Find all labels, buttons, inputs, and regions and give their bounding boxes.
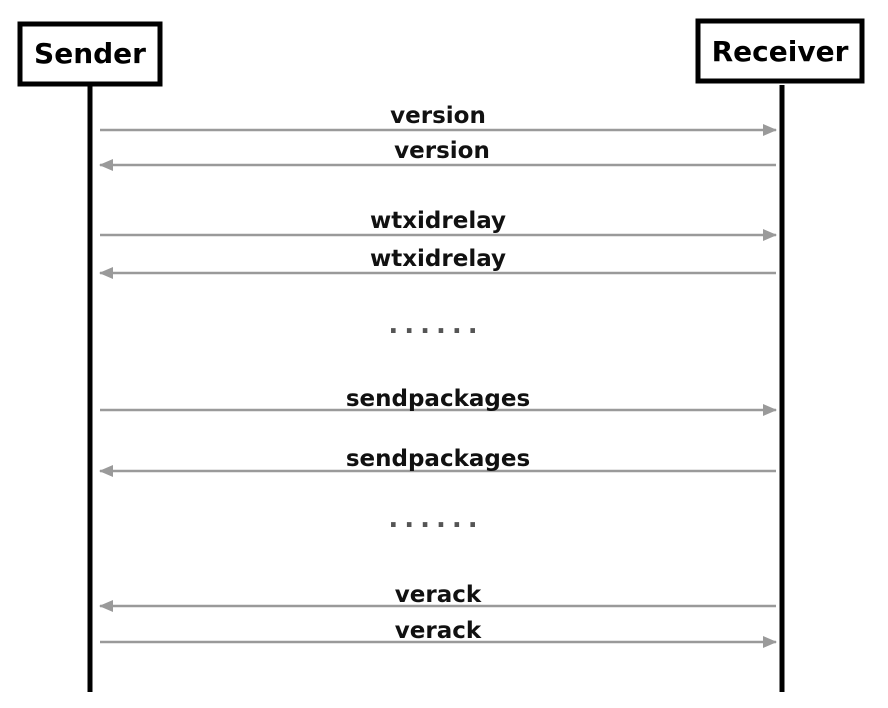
message-wtxidrelay-response: wtxidrelay	[99, 246, 776, 279]
message-version-request: version	[100, 103, 777, 136]
message-label: version	[390, 103, 486, 129]
message-version-response: version	[99, 138, 776, 171]
message-label: verack	[395, 582, 482, 608]
message-label: wtxidrelay	[370, 208, 506, 234]
sender-label: Sender	[34, 37, 146, 70]
message-wtxidrelay-request: wtxidrelay	[100, 208, 777, 241]
message-label: version	[394, 138, 490, 164]
receiver-label: Receiver	[712, 35, 849, 68]
message-sendpackages-request: sendpackages	[100, 386, 777, 416]
message-label: sendpackages	[346, 446, 530, 472]
message-verack-request: verack	[100, 618, 777, 648]
message-label: verack	[395, 618, 482, 644]
ellipsis-gap: ......	[388, 310, 483, 340]
ellipsis-gap: ......	[388, 504, 483, 534]
message-label: sendpackages	[346, 386, 530, 412]
receiver-actor: Receiver	[695, 18, 865, 84]
sender-actor: Sender	[17, 21, 163, 87]
message-label: wtxidrelay	[370, 246, 506, 272]
message-sendpackages-response: sendpackages	[99, 446, 776, 477]
message-verack-response: verack	[99, 582, 776, 612]
